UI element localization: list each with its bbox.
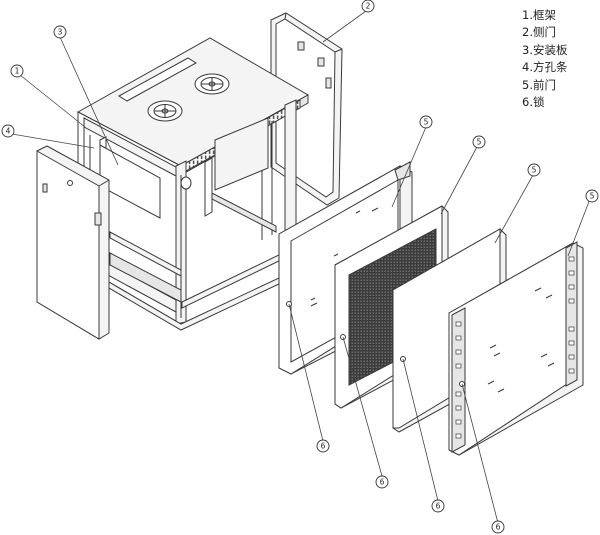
leader-lines (11, 10, 591, 524)
parts-legend: 1.框架 2.侧门 3.安装板 4.方孔条 5.前门 6.锁 (522, 7, 567, 111)
callout-6-b: 6 (375, 475, 389, 489)
callout-6-a-label: 6 (321, 442, 326, 451)
front-door-glass-d (448, 241, 584, 456)
legend-item-side-door: 2.侧门 (522, 25, 556, 40)
callout-5-a: 5 (419, 115, 433, 129)
fan-icon (147, 100, 183, 122)
callout-6-b-label: 6 (380, 478, 385, 487)
legend-item-frame: 1.框架 (522, 8, 556, 22)
callout-3: 3 (53, 25, 67, 39)
callout-5-b-label: 5 (477, 138, 482, 147)
callout-5-c: 5 (527, 163, 541, 177)
legend-item-front-door: 5.前门 (522, 77, 556, 92)
callout-6-a: 6 (316, 439, 330, 453)
left-side-panel (36, 145, 110, 340)
callout-2-label: 2 (366, 2, 371, 11)
callout-4-label: 4 (6, 127, 11, 136)
callout-5-d-label: 5 (590, 192, 595, 201)
callout-6-d: 6 (491, 520, 505, 534)
callout-6-c-label: 6 (436, 502, 441, 511)
callout-5-b: 5 (472, 135, 486, 149)
legend-item-square-hole-strip: 4.方孔条 (522, 60, 568, 75)
callout-5-a-label: 5 (424, 118, 429, 127)
callout-3-label: 3 (58, 28, 63, 37)
callout-4: 4 (1, 124, 15, 138)
callout-1-label: 1 (15, 67, 20, 76)
legend-item-mounting-plate: 3.安装板 (522, 42, 568, 57)
callout-2: 2 (361, 0, 375, 13)
fan-icon (194, 73, 230, 95)
legend-item-lock: 6.锁 (522, 95, 545, 110)
callout-6-d-label: 6 (496, 523, 501, 532)
callout-1: 1 (10, 64, 24, 78)
frame-cabinet-part (76, 37, 310, 331)
callout-5-d: 5 (585, 189, 599, 203)
callout-5-c-label: 5 (532, 166, 537, 175)
callout-6-c: 6 (431, 499, 445, 513)
